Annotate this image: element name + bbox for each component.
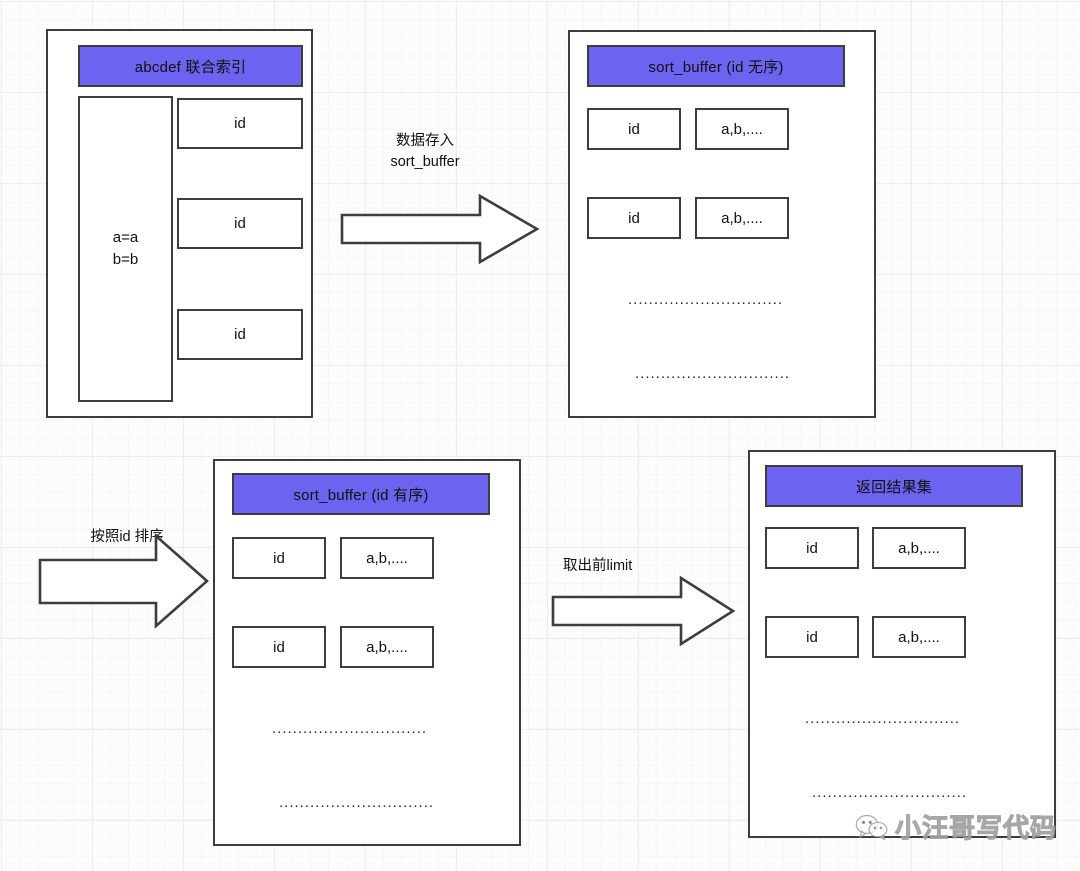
sbu-row1-id: id [587, 108, 681, 150]
index-row-id-2: id [177, 198, 303, 249]
arrow-sort [38, 533, 210, 630]
sbs-row2-id: id [232, 626, 326, 668]
sbs-ellipsis-2: .............................. [279, 794, 435, 811]
result-ellipsis-2: .............................. [812, 784, 968, 801]
sbs-row1-cols: a,b,.... [340, 537, 434, 579]
arrow-store [340, 193, 540, 265]
sbs-ellipsis-1: .............................. [272, 720, 428, 737]
index-row-id-3: id [177, 309, 303, 360]
panel-sort-buffer-sorted-header: sort_buffer (id 有序) [232, 473, 490, 515]
result-row2-id: id [765, 616, 859, 658]
index-row-id-1: id [177, 98, 303, 149]
result-row1-cols: a,b,.... [872, 527, 966, 569]
panel-index-header: abcdef 联合索引 [78, 45, 303, 87]
arrow-store-label: 数据存入 sort_buffer [390, 133, 460, 171]
result-ellipsis-1: .............................. [805, 710, 961, 727]
arrow-limit-label: 取出前limit [563, 558, 633, 574]
sbs-row2-cols: a,b,.... [340, 626, 434, 668]
sbu-row2-id: id [587, 197, 681, 239]
result-row2-cols: a,b,.... [872, 616, 966, 658]
result-row1-id: id [765, 527, 859, 569]
panel-result-set-header: 返回结果集 [765, 465, 1023, 507]
index-condition-box: a=a b=b [78, 96, 173, 402]
sbs-row1-id: id [232, 537, 326, 579]
arrow-limit [551, 575, 736, 647]
sbu-ellipsis-1: .............................. [628, 291, 784, 308]
sbu-row1-cols: a,b,.... [695, 108, 789, 150]
sbu-ellipsis-2: .............................. [635, 365, 791, 382]
sbu-row2-cols: a,b,.... [695, 197, 789, 239]
panel-sort-buffer-unsorted-header: sort_buffer (id 无序) [587, 45, 845, 87]
